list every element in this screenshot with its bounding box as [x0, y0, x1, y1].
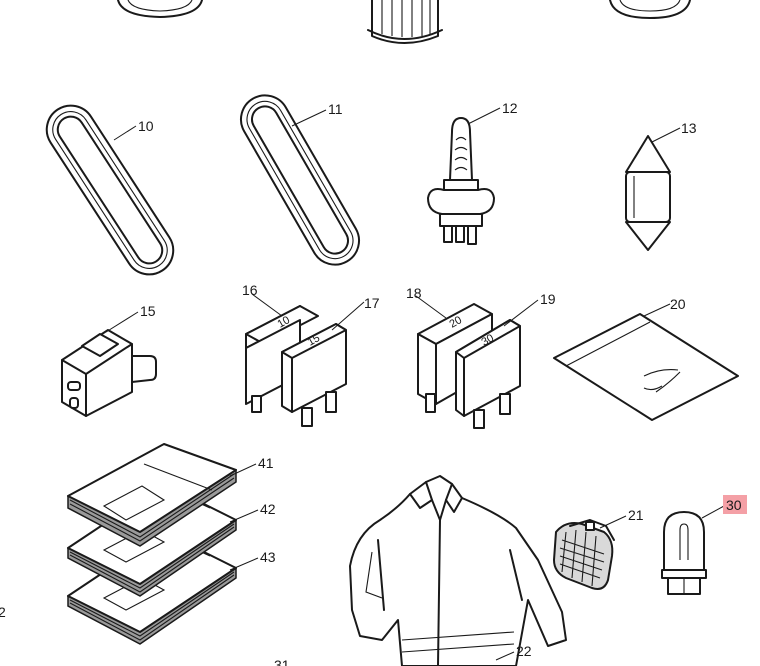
callout-17: 17	[364, 295, 380, 311]
callout-22: 22	[516, 643, 532, 659]
callout-2-partial: 2	[0, 604, 6, 620]
overalls-22	[349, 475, 567, 666]
callout-19: 19	[540, 291, 556, 307]
connector-15	[61, 329, 157, 417]
callout-21: 21	[628, 507, 644, 523]
top-center-filter-partial	[367, 0, 443, 44]
callout-12: 12	[502, 100, 518, 116]
callout-18: 18	[406, 285, 422, 301]
fuse-18-rating: 20	[448, 314, 465, 331]
fuse-19-rating: 30	[480, 332, 497, 349]
headlamp-bulb-12	[427, 117, 495, 245]
callout-30: 30	[726, 497, 742, 513]
manual-stack	[67, 443, 237, 645]
lamp-lens-21	[553, 519, 615, 590]
manual-41	[67, 443, 237, 547]
top-right-filter-partial	[609, 0, 691, 19]
callout-10: 10	[138, 118, 154, 134]
callout-20: 20	[670, 296, 686, 312]
plastic-bag-20	[553, 313, 739, 421]
callout-11: 11	[328, 101, 343, 117]
callout-30-highlight	[723, 495, 747, 514]
drive-belt-11	[240, 94, 360, 266]
callout-31: 31	[274, 657, 290, 666]
callout-15: 15	[140, 303, 156, 319]
callout-13: 13	[681, 120, 697, 136]
top-left-filter-partial	[117, 0, 203, 18]
callout-42: 42	[260, 501, 276, 517]
blade-fuse-17: 15	[281, 323, 347, 427]
drive-belt-10	[45, 104, 175, 276]
blade-fuse-19: 30	[455, 319, 521, 429]
wedge-bulb-30	[661, 511, 707, 595]
festoon-bulb-13	[625, 135, 671, 251]
callout-labels: 10 11 12 13 15 16 17 18 19 20 41 42 43 2…	[0, 100, 742, 666]
fuse-16-rating: 10	[276, 314, 293, 331]
fuse-17-rating: 15	[306, 332, 323, 349]
callout-16: 16	[242, 282, 258, 298]
callout-43: 43	[260, 549, 276, 565]
leader-lines	[105, 107, 725, 661]
callout-41: 41	[258, 455, 274, 471]
